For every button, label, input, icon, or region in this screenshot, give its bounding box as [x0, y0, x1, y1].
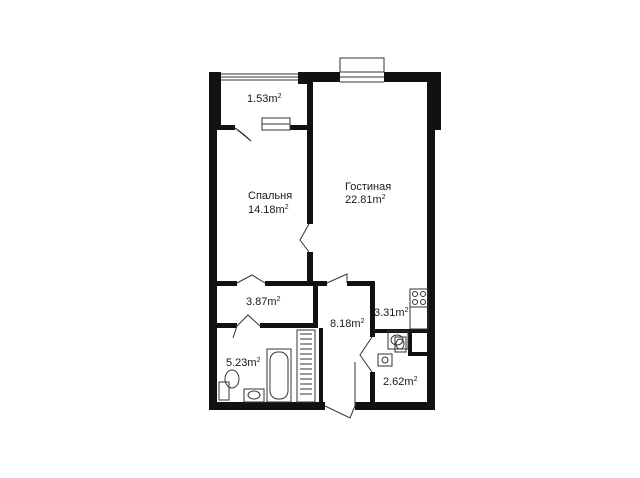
bedroom-area-label: 14.18m2 — [248, 204, 289, 216]
wall-wc-left-b — [370, 372, 375, 406]
entrance-door — [324, 405, 356, 419]
storage-area-label: 3.87m2 — [246, 296, 281, 308]
doors — [232, 117, 373, 419]
storage-door — [236, 274, 266, 284]
kitchen-area-label: 3.31m2 — [374, 307, 409, 319]
wall-top-living-left — [303, 72, 340, 82]
wall-storage-right — [313, 284, 318, 328]
toilet-wc — [377, 353, 393, 367]
wall-bottom-left — [209, 402, 325, 410]
bathtub — [266, 348, 292, 403]
wall-wc-shaft — [408, 352, 430, 356]
wall-right-top — [427, 72, 441, 130]
wc-door — [359, 336, 373, 373]
kitchen-counter — [409, 306, 429, 330]
room-labels: 1.53m2 Спальня 14.18m2 Гостиная 22.81m2 … — [226, 93, 418, 388]
balcony-door — [234, 117, 291, 142]
wall-bedroom-living-b — [307, 252, 313, 284]
wall-bedroom-living-a — [307, 82, 313, 224]
wall-left-balcony — [209, 72, 221, 127]
wall-top-living-right — [384, 72, 441, 82]
wall-balcony-post — [298, 72, 312, 84]
bathroom-door — [236, 314, 261, 327]
wall-balcony-bedroom-b — [289, 125, 309, 130]
wall-storage-bottom-b — [260, 323, 315, 328]
fixtures — [218, 288, 429, 403]
wall-bottom-right — [355, 402, 435, 410]
bedroom-door — [299, 223, 310, 253]
wall-wc-right — [408, 333, 412, 355]
wall-hall-top-a — [313, 281, 327, 286]
wall-right — [427, 127, 435, 410]
sink-bathroom — [243, 388, 265, 403]
wc-area-label: 2.62m2 — [383, 376, 418, 388]
bedroom-name-label: Спальня — [248, 190, 292, 202]
wall-left — [209, 127, 217, 410]
wall-wc-left-a — [370, 333, 375, 337]
wall-bedroom-bottom-b — [265, 281, 313, 286]
wall-storage-bottom-a — [217, 323, 237, 328]
balcony-area-label: 1.53m2 — [247, 93, 282, 105]
wall-hall-top-b — [347, 281, 373, 286]
hall-door — [326, 273, 348, 284]
exterior-walls — [209, 72, 441, 410]
bathroom-area-label: 5.23m2 — [226, 357, 261, 369]
toilet-bathroom — [218, 369, 240, 401]
wall-bedroom-bottom-a — [217, 281, 237, 286]
stove — [409, 288, 429, 308]
wall-kitchen-hall — [370, 281, 375, 331]
wall-balcony-bedroom-a — [217, 125, 235, 130]
window-living — [339, 57, 385, 73]
living-name-label: Гостиная — [345, 181, 391, 193]
towel-rail — [296, 329, 316, 403]
hall-area-label: 8.18m2 — [330, 318, 365, 330]
sink-wc — [394, 336, 407, 353]
living-area-label: 22.81m2 — [345, 194, 386, 206]
wall-bathroom-right — [319, 328, 323, 406]
windows — [221, 57, 385, 83]
